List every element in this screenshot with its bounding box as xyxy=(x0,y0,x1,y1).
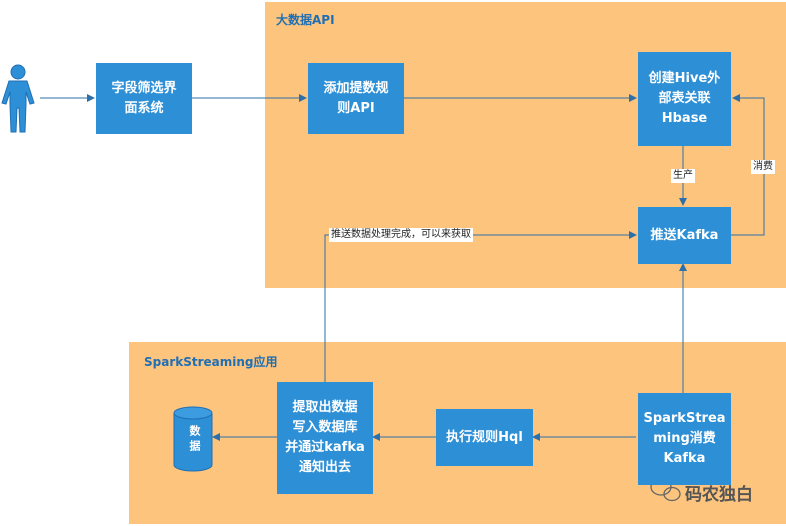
add-rule-api-box: 添加提数规 则API xyxy=(308,63,404,134)
extract-write-notify-box: 提取出数据 写入数据库 并通过kafka 通知出去 xyxy=(277,382,373,494)
sparkstreaming-consume-box: SparkStrea ming消费 Kafka xyxy=(638,393,731,485)
hive-external-table-box: 创建Hive外 部表关联 Hbase xyxy=(638,52,731,146)
edge-label-push-done: 推送数据处理完成，可以来获取 xyxy=(329,228,473,242)
edge-label-consume: 消费 xyxy=(751,160,775,174)
push-kafka-box: 推送Kafka xyxy=(638,207,731,264)
user-icon xyxy=(1,64,35,133)
database-icon xyxy=(173,406,213,472)
sparkstreaming-zone-title: SparkStreaming应用 xyxy=(144,355,278,369)
edge-extract-to-kafka xyxy=(324,231,637,382)
bigdata-api-zone-title: 大数据API xyxy=(276,13,335,27)
field-filter-system-box: 字段筛选界 面系统 xyxy=(96,63,192,134)
edge-label-produce: 生产 xyxy=(671,169,695,183)
watermark-text: 码农独白 xyxy=(685,485,753,505)
database-label: 数据 xyxy=(188,425,201,455)
execute-hql-box: 执行规则Hql xyxy=(436,409,533,466)
